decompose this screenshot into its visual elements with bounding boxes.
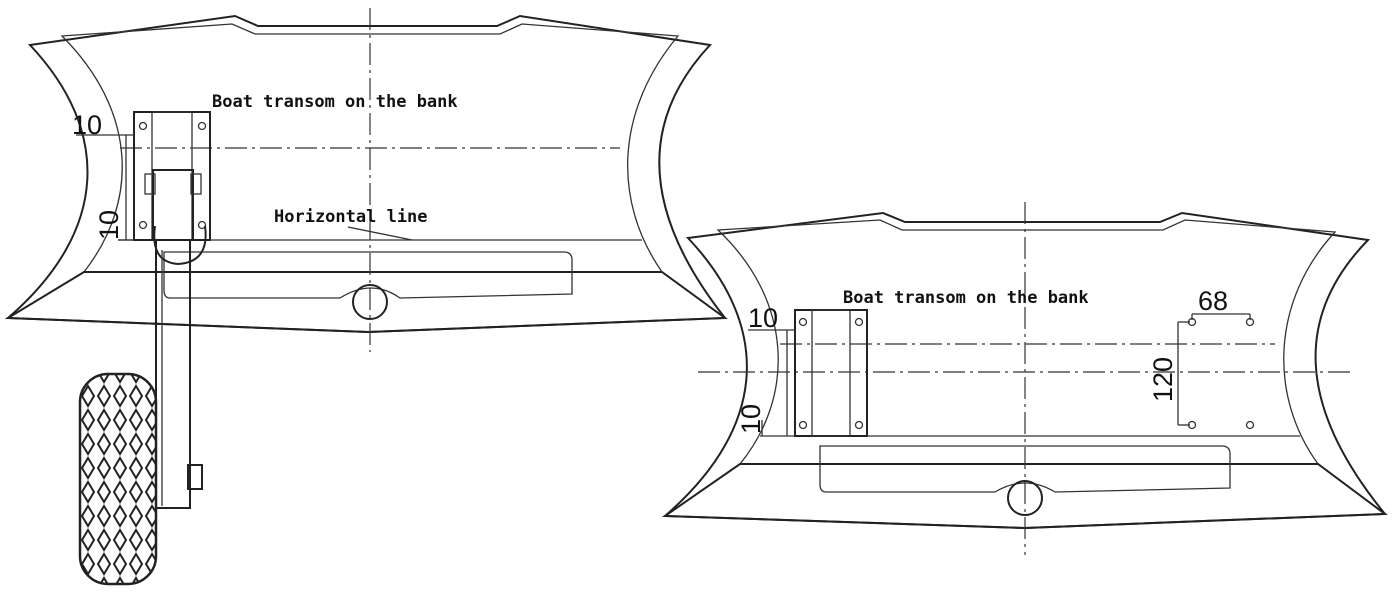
left-bracket-bolt <box>138 121 148 131</box>
right-keel-circle <box>1007 480 1043 516</box>
right-bracket-bolt <box>854 317 864 327</box>
left-clamp-block <box>152 169 194 241</box>
right-bracket-bolt <box>854 420 864 430</box>
right-hull-inner-outline <box>716 219 1337 465</box>
left-keel-channel <box>163 251 573 299</box>
left-bracket-bolt <box>197 220 207 230</box>
left-clamp-pin <box>190 173 202 195</box>
right-transom-view: Boat transom on the bank 10 10 68 120 <box>661 202 1388 555</box>
left-bracket-inner <box>151 111 193 241</box>
right-dim-side: 10 <box>736 404 766 434</box>
left-horizontal-label: Horizontal line <box>274 207 428 227</box>
right-dim-width: 68 <box>1198 286 1228 316</box>
left-axle-nut <box>187 464 203 490</box>
right-hull-outline <box>662 211 1388 530</box>
left-wheel-tire <box>78 372 158 586</box>
left-view-title: Boat transom on the bank <box>212 92 458 112</box>
left-hull-outline <box>5 14 727 334</box>
right-view-title: Boat transom on the bank <box>843 288 1089 308</box>
right-bracket-plate <box>794 309 868 437</box>
left-wheel-leg <box>155 239 191 509</box>
left-dim-side: 10 <box>94 210 124 240</box>
right-dim-top: 10 <box>748 303 778 333</box>
right-bolt-hole <box>1245 420 1255 430</box>
left-ground-hatch <box>4 271 728 334</box>
left-dim-top: 10 <box>72 110 102 140</box>
right-bracket-inner <box>811 309 851 437</box>
left-transom-view: Boat transom on the bank Horizontal line… <box>4 8 728 586</box>
right-bracket-bolt <box>798 317 808 327</box>
right-keel-channel <box>819 445 1231 493</box>
left-horizontal-label-leader <box>347 226 413 241</box>
left-hull-inner-outline <box>60 23 680 273</box>
left-bracket-bolt <box>197 121 207 131</box>
left-bracket-bolt <box>138 220 148 230</box>
right-bracket-bolt <box>798 420 808 430</box>
left-clamp-pin <box>144 173 156 195</box>
left-keel-circle <box>352 284 388 320</box>
right-dim-height: 120 <box>1148 357 1178 402</box>
